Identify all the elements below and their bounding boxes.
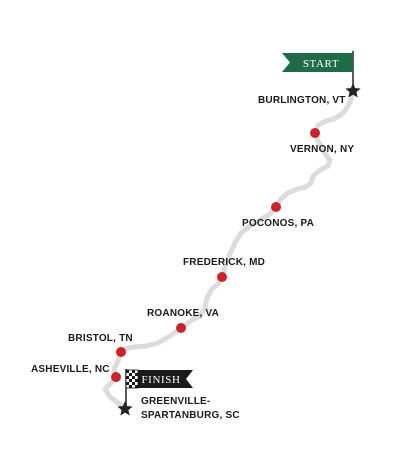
start-flag: START [282,51,354,90]
stop-label-vernon: VERNON, NY [290,144,354,155]
greenville-star-icon [117,401,133,416]
stop-marker-asheville [111,372,121,382]
stop-label-asheville: ASHEVILLE, NC [31,364,110,375]
stop-label-greenville-line2: SPARTANBURG, SC [141,410,240,421]
checkered-flag-icon [125,369,139,389]
route-line [102,89,355,411]
finish-flag: FINISH [125,369,193,407]
stop-label-roanoke: ROANOKE, VA [147,308,219,319]
finish-flag-text: FINISH [141,374,180,386]
stop-marker-frederick [217,272,227,282]
stop-marker-poconos [271,202,281,212]
stop-marker-bristol [116,347,126,357]
stop-label-bristol: BRISTOL, TN [68,333,133,344]
burlington-star-icon [345,83,361,98]
stop-marker-vernon [310,128,320,138]
stop-label-greenville-line1: GREENVILLE- [141,396,210,407]
start-flag-text: START [303,58,339,70]
stop-label-frederick: FREDERICK, MD [183,257,265,268]
stop-marker-roanoke [176,323,186,333]
stop-label-poconos: POCONOS, PA [242,218,314,229]
stop-label-burlington: BURLINGTON, VT [258,95,346,106]
